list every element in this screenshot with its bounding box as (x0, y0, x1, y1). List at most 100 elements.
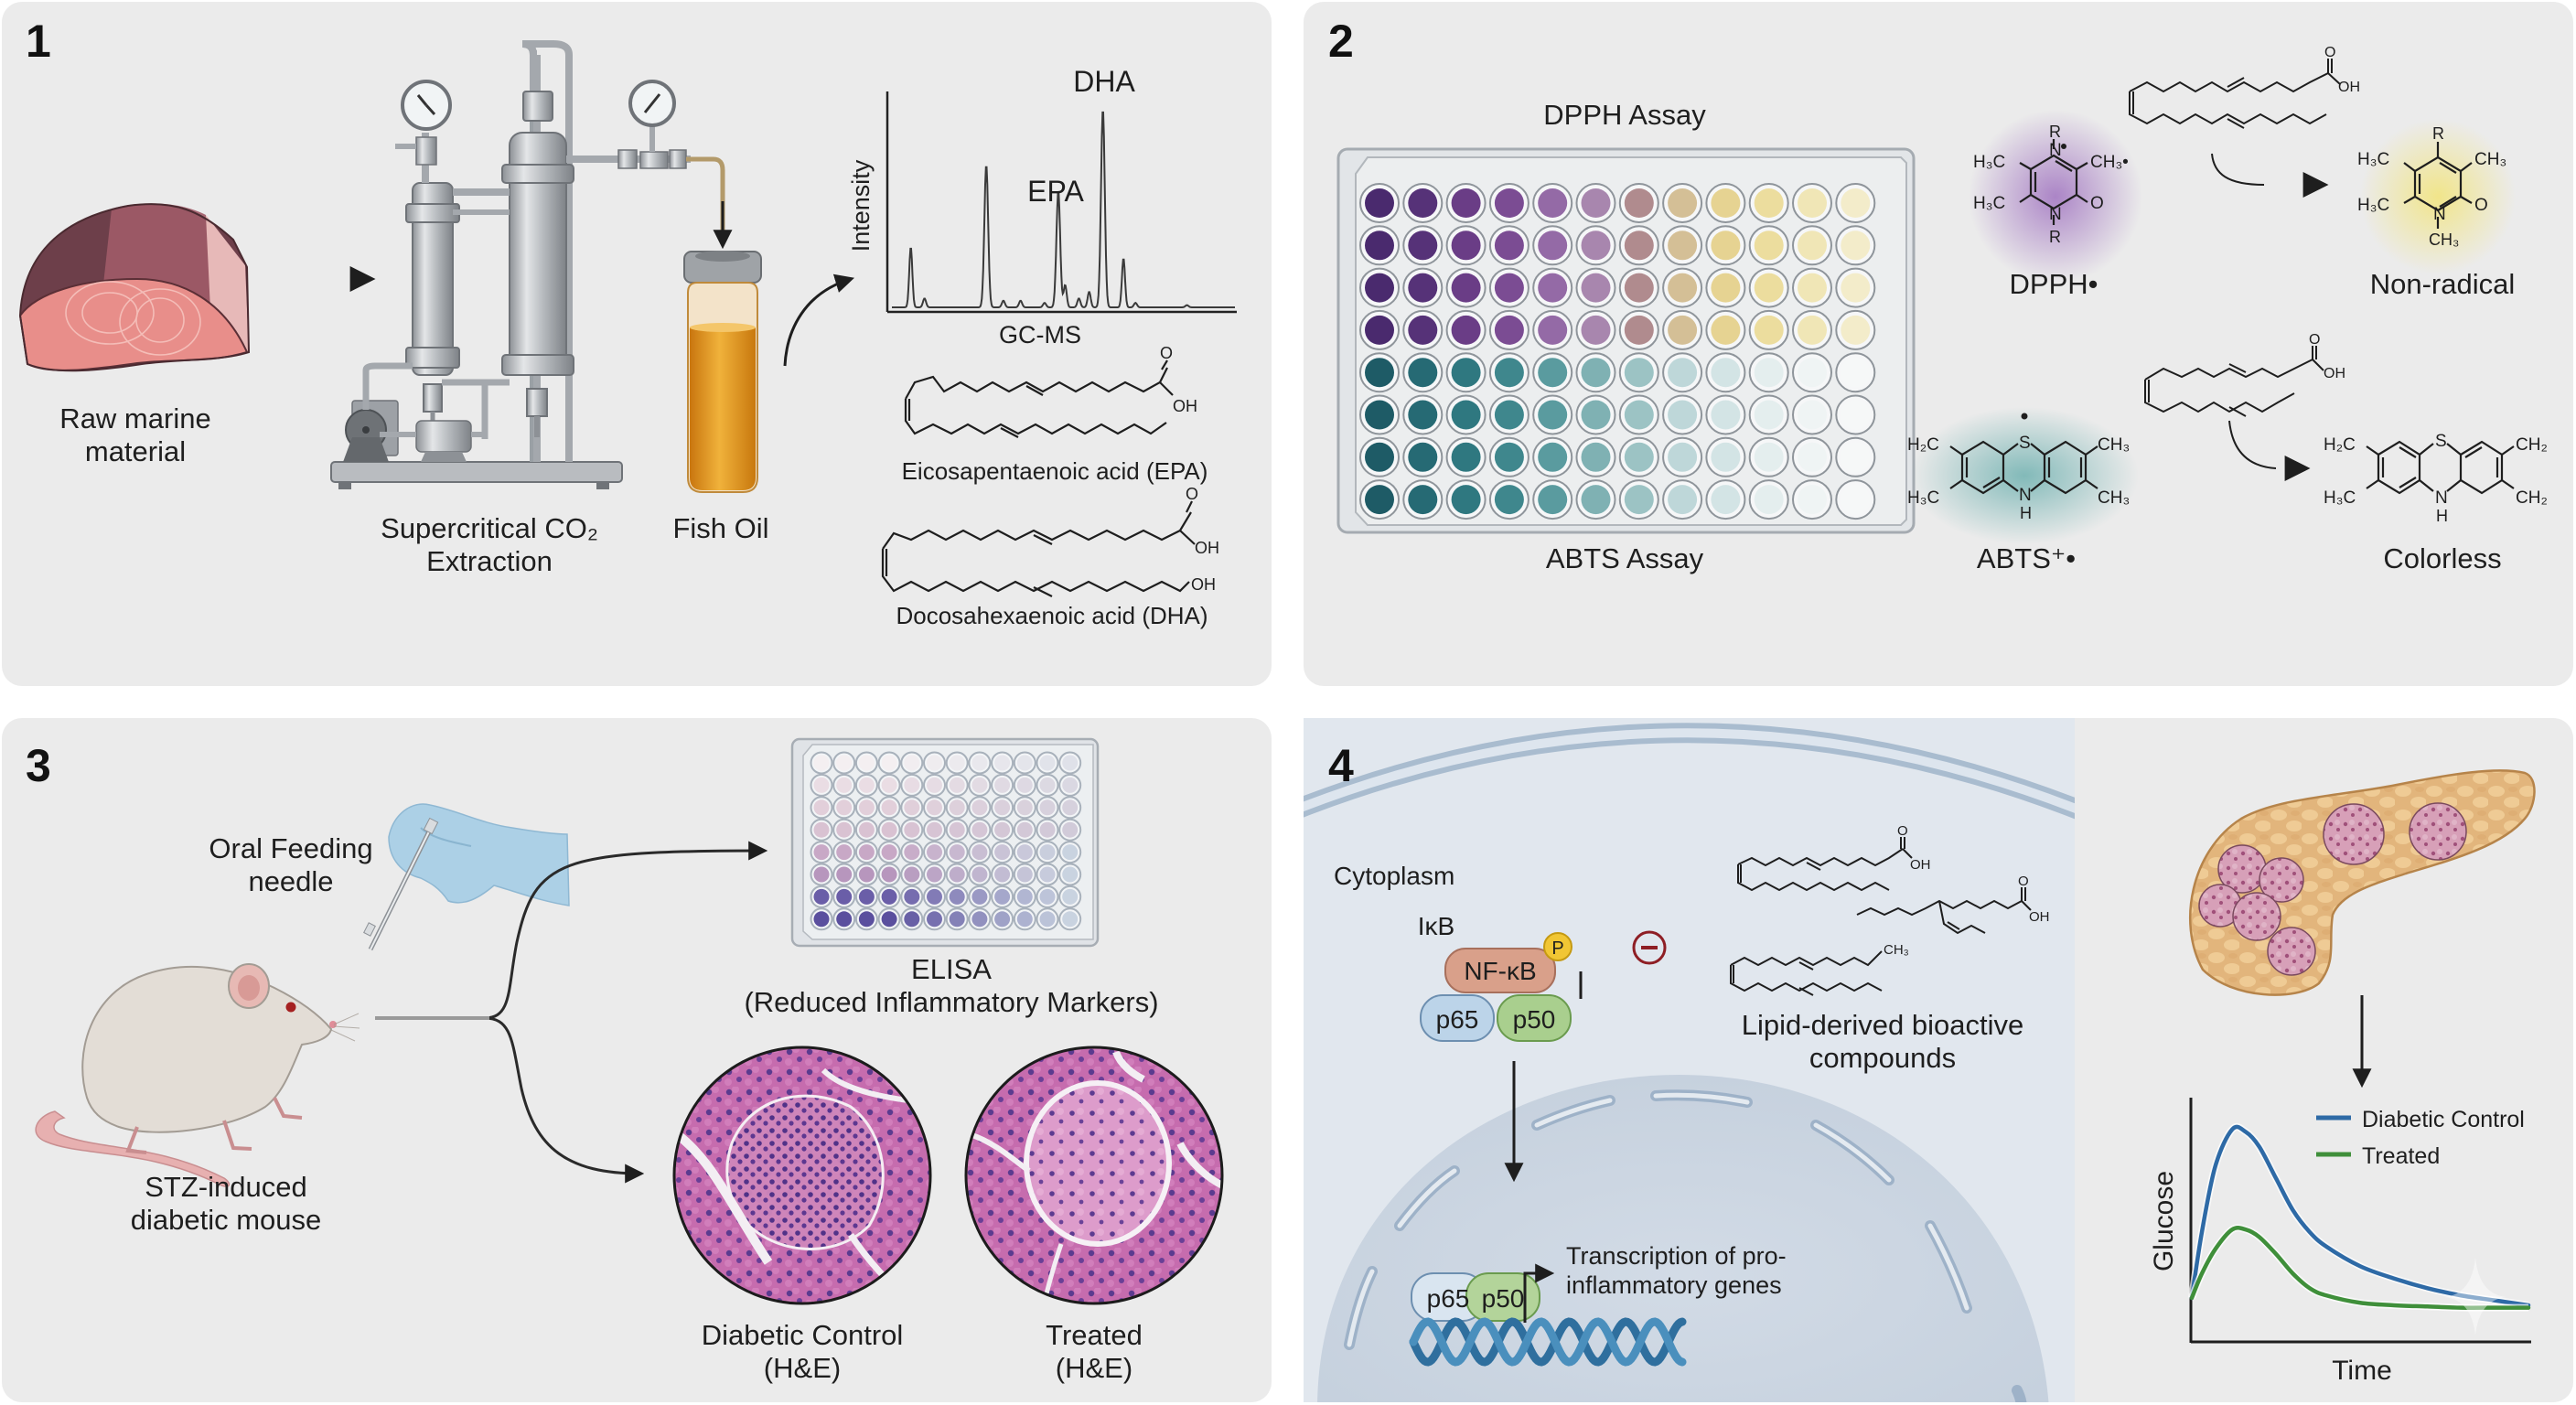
plate-well (1538, 485, 1568, 515)
plate-well (1581, 188, 1611, 218)
inhibition-minus-icon (1632, 930, 1667, 965)
curved-donor-arrow-2 (2228, 420, 2277, 469)
arrow-oil-to-gcms (783, 273, 855, 367)
plate-well (1581, 485, 1611, 515)
plate-well (1754, 188, 1784, 218)
nonradical-yellow-glow (2360, 119, 2516, 274)
plate-well (1711, 315, 1741, 345)
dpph-purple-glow (1969, 110, 2142, 284)
elisa-well (1039, 755, 1056, 771)
abts-sulfur: S (2019, 434, 2031, 453)
abts-h2c-top: H₂C (1907, 435, 1939, 455)
plate-well (1365, 400, 1394, 430)
plate-well (1668, 315, 1698, 345)
elisa-well (813, 888, 830, 905)
glucose-x-axis-label: Time (2332, 1356, 2392, 1386)
elisa-well (1039, 911, 1056, 928)
oral-feeding-line-1: Oral Feeding (209, 832, 373, 864)
elisa-well (1039, 888, 1056, 905)
elisa-well (949, 755, 965, 771)
plate-well (1841, 273, 1871, 303)
dpph-ch3-radical: CH₃• (2090, 153, 2129, 172)
pancreas-icon (2188, 769, 2536, 996)
transcription-line-2: inflammatory genes (1566, 1271, 1782, 1299)
p65-cytoplasm-label: p65 (1436, 1005, 1479, 1034)
plate-well (1754, 358, 1784, 388)
elisa-well (904, 866, 920, 883)
transcription-start-arrow (1523, 1263, 1555, 1323)
elisa-well (949, 777, 965, 793)
plate-well (1494, 231, 1524, 261)
nonradical-h3c-bottom: H₃C (2357, 196, 2389, 215)
nonradical-r: R (2432, 124, 2444, 143)
elisa-well (858, 888, 875, 905)
elisa-well (836, 911, 853, 928)
dpph-radical-structure-icon (2019, 139, 2088, 225)
plate-well (1538, 188, 1568, 218)
dpph-n-bottom: N (2049, 205, 2062, 224)
antioxidant-well-plate (1336, 147, 1916, 534)
lipid-compounds-structure-icon (1730, 837, 2032, 996)
elisa-well (836, 866, 853, 883)
elisa-well (1062, 755, 1079, 771)
oral-feeding-line-2: needle (248, 865, 334, 897)
plate-well (1451, 188, 1481, 218)
fa2-carbonyl-o: O (2309, 332, 2320, 348)
dpph-radical-dot (2061, 144, 2066, 149)
diabetic-control-he-label: Diabetic Control (H&E) (702, 1319, 904, 1385)
extraction-line-1: Supercritical CO₂ (381, 512, 598, 544)
gcms-epa-annotation: EPA (1027, 175, 1084, 208)
elisa-well (994, 799, 1011, 816)
epa-hydroxyl: OH (1173, 397, 1197, 415)
plate-well (1365, 315, 1394, 345)
elisa-well (858, 821, 875, 838)
nfkb-complex (1420, 932, 1572, 1042)
elisa-well (858, 866, 875, 883)
elisa-well (1016, 866, 1033, 883)
elisa-well (994, 844, 1011, 861)
elisa-well (1062, 799, 1079, 816)
diabetic-control-line-2: (H&E) (763, 1352, 842, 1384)
elisa-well (858, 777, 875, 793)
plate-well (1365, 442, 1394, 472)
legend-label-treated: Treated (2362, 1143, 2440, 1169)
elisa-well (881, 777, 897, 793)
elisa-well (971, 844, 988, 861)
colorless-product-structure-icon (2366, 440, 2515, 495)
plate-well (1451, 231, 1481, 261)
non-radical-label: Non-radical (2369, 268, 2516, 300)
plate-well (1538, 231, 1568, 261)
elisa-well (813, 777, 830, 793)
elisa-well (836, 821, 853, 838)
elisa-well (1039, 821, 1056, 838)
abts-assay-label: ABTS Assay (1545, 542, 1704, 574)
elisa-well (1016, 821, 1033, 838)
nonradical-n-methyl: CH₃ (2429, 231, 2459, 249)
abts-radical-label: ABTS⁺• (1976, 542, 2077, 574)
plate-well (1754, 231, 1784, 261)
dpph-carbonyl-o: O (2090, 194, 2104, 213)
elisa-well (994, 755, 1011, 771)
legend-label-diabetic-control: Diabetic Control (2362, 1107, 2525, 1132)
elisa-well (1016, 888, 1033, 905)
fish-oil-label: Fish Oil (672, 512, 769, 544)
plate-well (1408, 231, 1438, 261)
plate-well (1408, 273, 1438, 303)
plate-well (1798, 188, 1827, 218)
colorless-label: Colorless (2383, 542, 2502, 574)
elisa-well (927, 777, 942, 793)
lipid-label-line-1: Lipid-derived bioactive (1741, 1009, 2024, 1041)
oral-feeding-needle-label: Oral Feeding needle (209, 832, 372, 898)
elisa-well (927, 821, 942, 838)
abts-radical-structure-icon (1949, 440, 2098, 495)
extraction-label: Supercritical CO₂ Extraction (381, 512, 598, 578)
elisa-well (881, 821, 897, 838)
dpph-radical-label: DPPH• (2009, 268, 2098, 300)
plate-well (1494, 273, 1524, 303)
colorless-ch2-top: CH₂ (2516, 435, 2548, 455)
plate-well (1624, 442, 1654, 472)
plate-well (1494, 442, 1524, 472)
dpph-h3c-bottom: H₃C (1973, 194, 2005, 213)
plate-well (1581, 442, 1611, 472)
colorless-ch2-bottom: CH₂ (2516, 488, 2548, 508)
